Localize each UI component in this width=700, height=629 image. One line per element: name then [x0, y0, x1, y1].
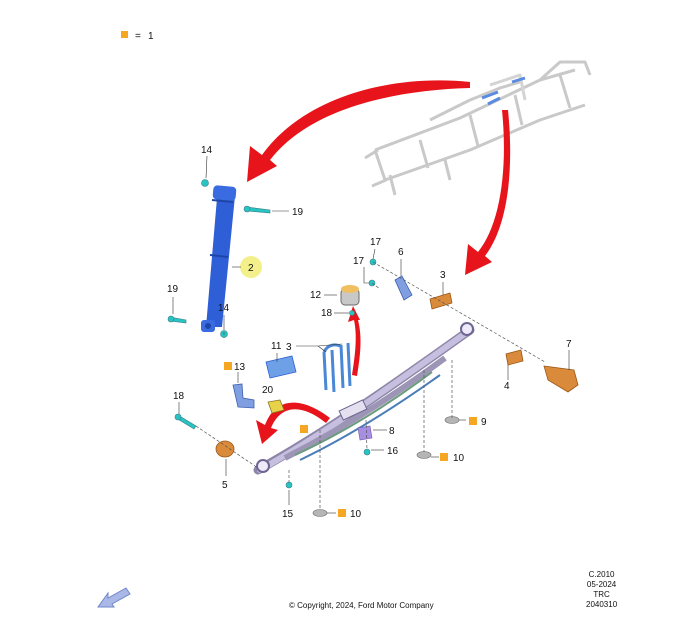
orange-markers [224, 362, 477, 517]
callout-4: 4 [504, 381, 510, 392]
ref-line-1: C.2010 [588, 570, 615, 579]
red-arrows [247, 80, 511, 444]
hanger-7 [543, 365, 579, 393]
ref-line-4: 2040310 [586, 600, 618, 609]
arrow-to-spring [465, 110, 511, 275]
callout-2-highlight [240, 256, 262, 278]
callout-7: 7 [566, 339, 572, 350]
callout-13: 13 [234, 362, 246, 373]
callout-labels: 14 19 2 19 14 17 6 17 3 12 18 11 3 13 20… [167, 145, 572, 520]
callout-18b: 18 [173, 391, 185, 402]
callout-18a: 18 [321, 308, 333, 319]
fasteners-shock [167, 179, 271, 338]
bracket-11 [265, 355, 297, 379]
reference-block: C.2010 05-2024 TRC 2040310 [586, 570, 617, 610]
vehicle-frame-ghost [364, 60, 592, 196]
callout-10a: 10 [453, 453, 465, 464]
callout-19b: 19 [167, 284, 179, 295]
callout-15: 15 [282, 509, 294, 520]
assembly-lines [195, 261, 546, 510]
callout-6: 6 [398, 247, 404, 258]
callout-11: 11 [271, 341, 282, 352]
callout-3a: 3 [440, 270, 446, 281]
callout-16: 16 [387, 446, 399, 457]
callout-8: 8 [389, 426, 395, 437]
legend-equals: = [135, 31, 141, 42]
callout-2: 2 [248, 263, 254, 274]
leader-lines [172, 155, 570, 514]
marker-13 [224, 362, 232, 370]
clamp-8 [357, 425, 373, 441]
back-arrow-icon[interactable] [96, 585, 132, 616]
u-bolts [322, 342, 352, 393]
small-fasteners [174, 258, 377, 489]
ref-line-3: TRC [593, 590, 610, 599]
callout-17a: 17 [370, 237, 382, 248]
arrow-to-bracket [256, 402, 330, 444]
marker-10b [338, 509, 346, 517]
shock-absorber [201, 185, 237, 332]
marker-9 [469, 417, 477, 425]
marker-10a [440, 453, 448, 461]
leaf-spring [253, 322, 475, 475]
frame-highlighted-area [481, 76, 526, 106]
callout-10b: 10 [350, 509, 362, 520]
callout-19a: 19 [292, 207, 304, 218]
callout-5: 5 [222, 480, 228, 491]
callout-20: 20 [262, 385, 274, 396]
bushings [215, 292, 524, 458]
clip-20 [267, 399, 285, 414]
ref-line-2: 05-2024 [586, 580, 617, 589]
callout-14a: 14 [201, 145, 213, 156]
legend-value: 1 [148, 31, 154, 42]
bump-stop-12 [340, 285, 360, 306]
legend: = 1 [121, 31, 154, 42]
callout-3b: 3 [286, 342, 292, 353]
copyright-text: © Copyright, 2024, Ford Motor Company [289, 601, 434, 610]
legend-orange-square [121, 31, 128, 38]
callout-9: 9 [481, 417, 487, 428]
callout-12: 12 [310, 290, 322, 301]
callout-17b: 17 [353, 256, 365, 267]
marker-near-spring [300, 425, 308, 433]
callout-14b: 14 [218, 303, 230, 314]
arrow-to-bumper [348, 306, 361, 376]
bracket-13 [232, 383, 255, 409]
arrow-to-shock [247, 80, 470, 182]
